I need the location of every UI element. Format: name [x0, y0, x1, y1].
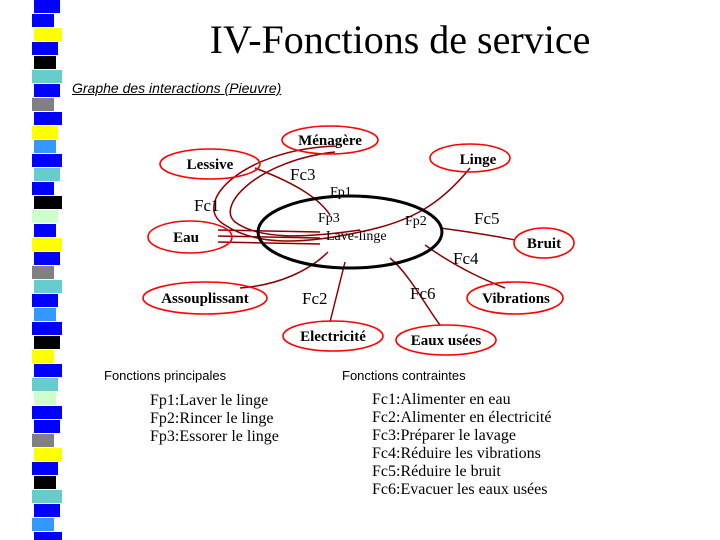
bruit-ellipse	[513, 227, 575, 259]
link-fc1-b	[217, 235, 321, 239]
electricite-ellipse	[282, 320, 384, 352]
contraintes-list: Fc1:Alimenter en eau Fc2:Alimenter en él…	[372, 391, 551, 499]
stripe-block	[32, 126, 58, 139]
element-lessive: Lessive	[187, 157, 234, 173]
stripe-block	[32, 182, 54, 195]
decorative-stripe	[32, 0, 62, 540]
stripe-block	[34, 392, 56, 405]
element-eaux-usees: Eaux usées	[411, 333, 482, 349]
element-eau: Eau	[173, 230, 199, 246]
label-fp1: Fp1	[330, 185, 352, 200]
stripe-block	[32, 462, 58, 475]
stripe-block	[32, 70, 62, 83]
stripe-block	[34, 140, 56, 153]
principale-item: Fp2:Rincer le linge	[150, 410, 274, 427]
stripe-block	[32, 238, 62, 251]
element-menagere: Ménagère	[298, 133, 362, 149]
stripe-block	[34, 56, 56, 69]
stripe-block	[34, 168, 60, 181]
contrainte-item: Fc5:Réduire le bruit	[372, 463, 501, 480]
element-electricite: Electricité	[300, 329, 366, 345]
element-assouplissant: Assouplissant	[161, 291, 249, 307]
label-fc1: Fc1	[194, 196, 220, 215]
eaux-usees-ellipse	[395, 324, 497, 356]
stripe-block	[32, 42, 58, 55]
label-fc2: Fc2	[302, 289, 328, 308]
contraintes-heading: Fonctions contraintes	[342, 368, 466, 383]
link-fc1-a	[217, 229, 321, 233]
stripe-block	[32, 518, 54, 531]
link-fp1-inner	[229, 151, 361, 237]
stripe-block	[34, 476, 56, 489]
stripe-block	[32, 154, 62, 167]
stripe-block	[34, 308, 56, 321]
stripe-block	[34, 532, 62, 540]
stripe-block	[34, 0, 60, 13]
stripe-block	[32, 406, 62, 419]
diagram-subtitle: Graphe des interactions (Pieuvre)	[72, 80, 282, 96]
stripe-block	[34, 364, 62, 377]
stripe-block	[32, 98, 54, 111]
link-fc2	[329, 261, 346, 323]
stripe-block	[34, 504, 60, 517]
stripe-block	[32, 378, 58, 391]
stripe-block	[34, 84, 60, 97]
stripe-block	[32, 14, 54, 27]
label-fp3: Fp3	[318, 211, 340, 226]
menagere-ellipse	[281, 125, 379, 155]
stripe-block	[32, 434, 54, 447]
element-ellipses	[142, 125, 575, 356]
vibrations-ellipse	[466, 281, 564, 315]
stripe-block	[34, 224, 56, 237]
principale-item: Fp1:Laver le linge	[150, 392, 269, 409]
linge-ellipse	[429, 143, 511, 173]
link-fc5	[439, 227, 516, 241]
stripe-block	[32, 294, 58, 307]
stripe-block	[34, 336, 60, 349]
page-title: IV-Fonctions de service	[209, 17, 591, 62]
principale-item: Fp3:Essorer le linge	[150, 428, 279, 445]
stripe-block	[34, 448, 62, 461]
link-fc4	[424, 244, 506, 289]
label-fc3: Fc3	[290, 165, 316, 184]
label-fc5: Fc5	[474, 209, 500, 228]
label-fc6: Fc6	[410, 284, 436, 303]
principales-heading: Fonctions principales	[104, 368, 227, 383]
contrainte-item: Fc6:Evacuer les eaux usées	[372, 481, 548, 498]
label-fp2: Fp2	[405, 214, 427, 229]
label-fc4: Fc4	[453, 249, 479, 268]
element-bruit: Bruit	[527, 236, 561, 252]
element-vibrations: Vibrations	[482, 291, 550, 307]
stripe-block	[34, 420, 60, 433]
lessive-ellipse	[159, 148, 261, 180]
center-ellipse	[256, 194, 444, 270]
stripe-block	[32, 266, 54, 279]
stripe-block	[32, 490, 62, 503]
link-fc3	[254, 167, 331, 216]
stripe-block	[34, 196, 62, 209]
eau-ellipse	[147, 220, 233, 254]
assouplissant-ellipse	[142, 281, 268, 315]
stripe-block	[32, 322, 62, 335]
contrainte-item: Fc2:Alimenter en électricité	[372, 409, 552, 426]
stripe-block	[34, 280, 62, 293]
link-fp1	[213, 145, 471, 242]
contrainte-item: Fc4:Réduire les vibrations	[372, 445, 541, 462]
center-label: Lave-linge	[326, 229, 387, 244]
stripe-block	[32, 210, 58, 223]
stripe-block	[34, 28, 62, 41]
link-fc1-c	[217, 241, 321, 245]
principales-list: Fp1:Laver le linge Fp2:Rincer le linge F…	[150, 392, 279, 446]
contrainte-item: Fc1:Alimenter en eau	[372, 391, 511, 408]
stripe-block	[32, 350, 54, 363]
contrainte-item: Fc3:Préparer le lavage	[372, 427, 516, 444]
element-linge: Linge	[460, 152, 497, 168]
stripe-block	[34, 252, 60, 265]
stripe-block	[34, 112, 62, 125]
